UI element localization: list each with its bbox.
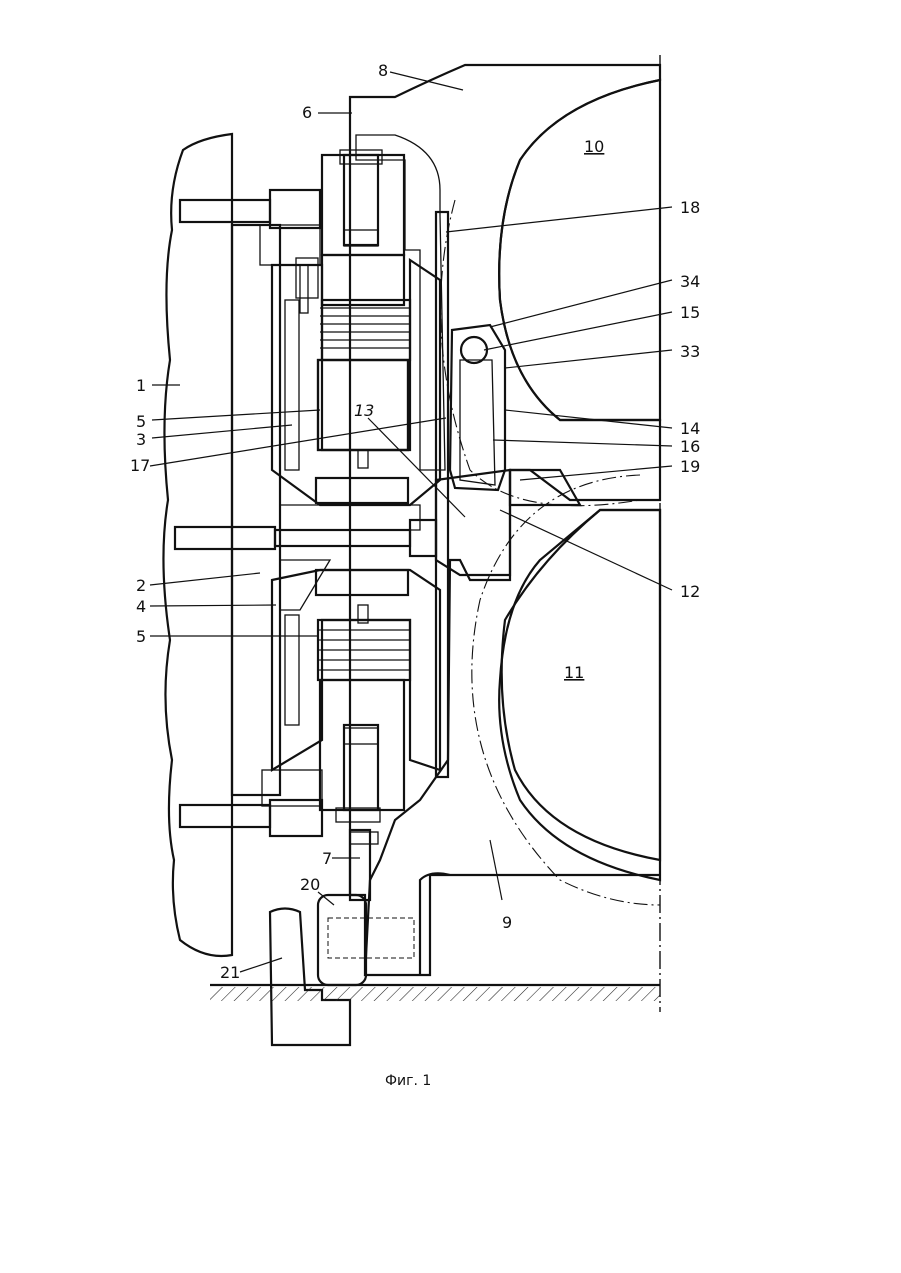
label-11: 11 xyxy=(564,663,584,682)
part-20-roller xyxy=(318,895,414,985)
label-4: 4 xyxy=(136,597,146,616)
roll-10 xyxy=(499,80,660,420)
label-8: 8 xyxy=(378,61,388,80)
label-14: 14 xyxy=(680,419,700,438)
part-21-bracket xyxy=(270,909,350,1046)
label-17: 17 xyxy=(130,456,150,475)
part-1-wall xyxy=(163,134,232,956)
label-33: 33 xyxy=(680,342,700,361)
part-14-lever xyxy=(450,325,505,490)
label-19: 19 xyxy=(680,457,700,476)
bolt-middle xyxy=(175,520,436,556)
label-7: 7 xyxy=(322,849,332,868)
label-1: 1 xyxy=(136,376,146,395)
label-21: 21 xyxy=(220,963,240,982)
label-20: 20 xyxy=(300,875,320,894)
label-3: 3 xyxy=(136,430,146,449)
label-18: 18 xyxy=(680,198,700,217)
label-13: 13 xyxy=(354,401,374,420)
part-2-plate xyxy=(232,225,420,795)
figure-caption: Фиг. 1 xyxy=(385,1073,431,1089)
label-16: 16 xyxy=(680,437,700,456)
label-5b: 5 xyxy=(136,627,146,646)
ground-line xyxy=(210,985,660,1001)
label-2: 2 xyxy=(136,576,146,595)
label-10: 10 xyxy=(584,137,604,156)
label-15: 15 xyxy=(680,303,700,322)
bolt-upper xyxy=(180,190,320,228)
part-7-lug xyxy=(350,830,378,900)
label-5a: 5 xyxy=(136,412,146,431)
label-9: 9 xyxy=(502,913,512,932)
housing-8-9 xyxy=(350,65,660,975)
label-6: 6 xyxy=(302,103,312,122)
label-34: 34 xyxy=(680,272,700,291)
label-12: 12 xyxy=(680,582,700,601)
